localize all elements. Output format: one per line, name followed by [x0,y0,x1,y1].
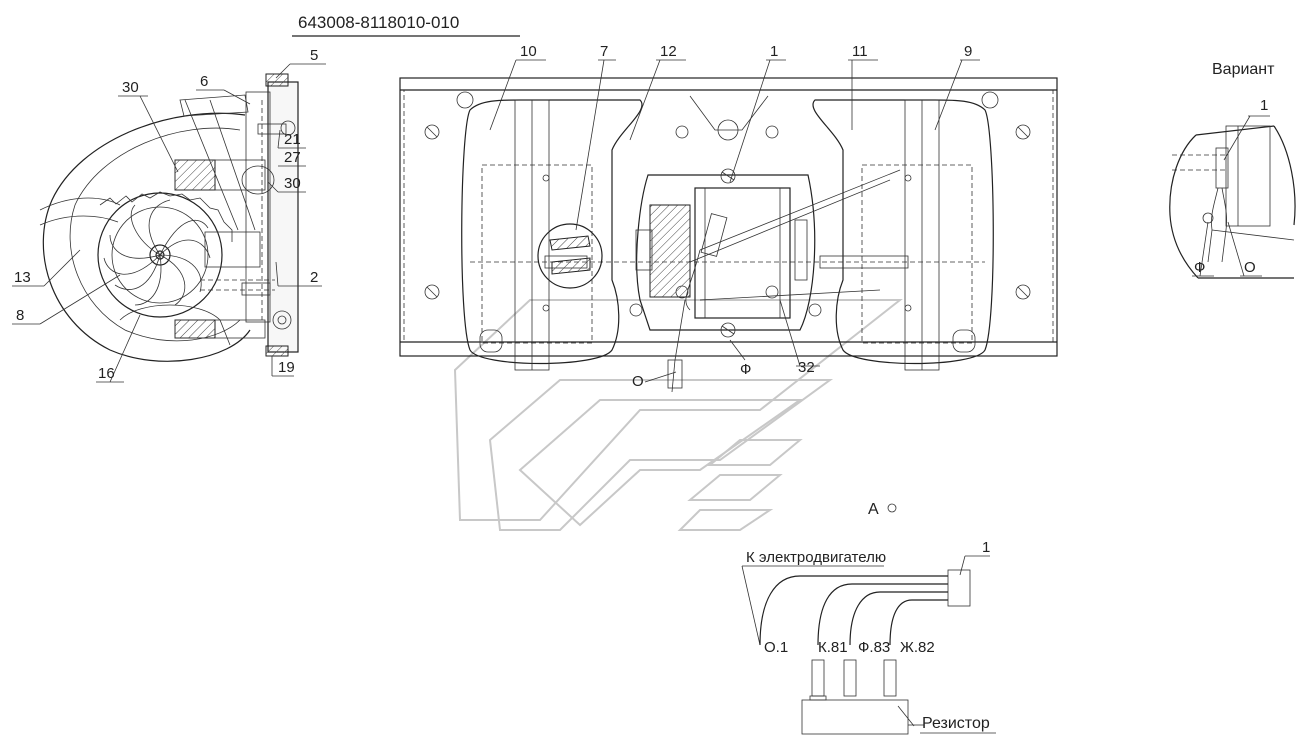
hub [149,244,171,266]
variant-label: Вариант [1212,61,1275,78]
right-housing [812,99,994,365]
base-plate [399,77,1058,357]
watermark-logo [453,299,903,531]
wiring-diagram [741,555,996,735]
callout-side-30-top: 30 [122,79,139,96]
callout-main-9: 9 [964,43,972,60]
to-motor-label: К электродвигателю [746,549,886,566]
part-number: 643008-8118010-010 [298,13,459,32]
terminal-F83: Ф.83 [858,639,890,656]
coupling [537,223,603,289]
bracket [245,91,271,323]
variant-callout-1: 1 [1260,97,1268,114]
resistor-label: Резистор [922,715,990,732]
impeller-inner [111,206,209,304]
wiring-callout-1: 1 [982,539,990,556]
motor-frame [636,174,816,331]
callout-side-8: 8 [16,307,24,324]
callout-side-16: 16 [98,365,115,382]
side-view-leaders [12,63,326,383]
terminal-Zh82: Ж.82 [900,639,935,656]
callout-side-6: 6 [200,73,208,90]
callout-side-5: 5 [310,47,318,64]
callout-main-1: 1 [770,43,778,60]
callout-main-7: 7 [600,43,608,60]
callout-main-O: О [632,373,644,390]
front-view-leaders [489,59,980,383]
callout-main-F: Ф [740,361,751,378]
mounting-plate [267,81,299,353]
gasket-top [265,73,289,87]
motor-body [694,187,791,319]
cable-jacket [947,569,971,607]
gasket-bottom [265,345,289,357]
left-housing [461,99,643,365]
front-view [399,77,1058,393]
view-mark-A: А [868,501,879,518]
callout-main-10: 10 [520,43,537,60]
variant-detail [1169,115,1296,279]
callout-side-13: 13 [14,269,31,286]
side-view [39,73,299,362]
variant-callout-O: О [1244,259,1256,276]
view-mark-circle [887,503,897,513]
callout-main-12: 12 [660,43,677,60]
terminal-K81: К.81 [818,639,848,656]
callout-main-32: 32 [798,359,815,376]
commutator [649,204,691,298]
variant-callout-F: Ф [1194,259,1205,276]
callout-side-2: 2 [310,269,318,286]
scroll-housing [42,112,251,362]
callout-side-19: 19 [278,359,295,376]
callout-side-27: 27 [284,149,301,166]
terminal-O1: О.1 [764,639,788,656]
callout-side-21: 21 [284,131,301,148]
callout-main-11: 11 [852,43,868,60]
resistor-body [801,699,909,735]
callout-side-30-mid: 30 [284,175,301,192]
impeller-outer [97,192,223,318]
